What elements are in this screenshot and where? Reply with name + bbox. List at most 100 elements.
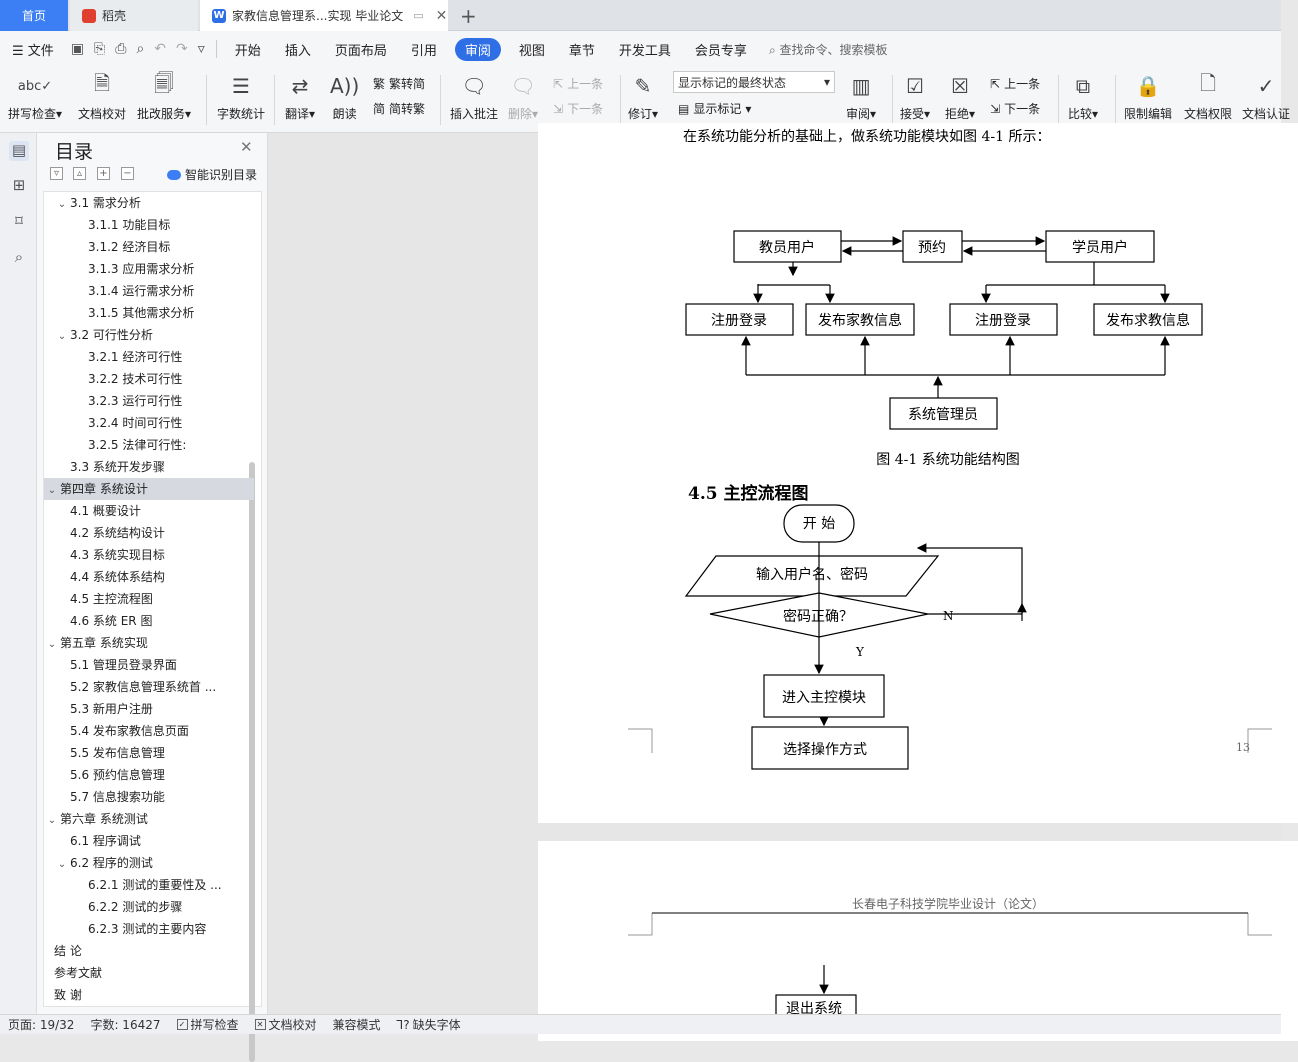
- expand-up-icon[interactable]: ▵: [73, 167, 86, 180]
- next-change-button[interactable]: ⇲下一条: [990, 100, 1040, 117]
- prev-comment-button[interactable]: ⇱上一条: [553, 75, 603, 92]
- tab-daoke[interactable]: 稻壳: [70, 0, 198, 31]
- tab-document[interactable]: W 家教信息管理系...实现 毕业论文 ▭ ✕: [200, 0, 448, 31]
- word-count-button[interactable]: ☰字数统计: [217, 69, 265, 122]
- toc-item[interactable]: 3.2.3 运行可行性: [44, 390, 254, 412]
- remove-level-icon[interactable]: −: [121, 167, 134, 180]
- simp-to-trad-button[interactable]: 简简转繁: [373, 100, 425, 117]
- read-aloud-button[interactable]: A))朗读: [330, 69, 359, 122]
- print-icon[interactable]: ⎙: [115, 41, 127, 57]
- toc-item[interactable]: 3.2.4 时间可行性: [44, 412, 254, 434]
- collapse-all-icon[interactable]: ▿: [50, 167, 63, 180]
- toc-item[interactable]: ⌄第六章 系统测试: [44, 808, 254, 830]
- toc-item[interactable]: 4.4 系统体系结构: [44, 566, 254, 588]
- toc-item[interactable]: 3.1.4 运行需求分析: [44, 280, 254, 302]
- file-menu[interactable]: ☰ 文件: [0, 40, 66, 59]
- status-spell-check[interactable]: ✓拼写检查: [169, 1016, 247, 1033]
- accept-button[interactable]: ☑接受▾: [900, 69, 930, 122]
- markup-state-select[interactable]: 显示标记的最终状态▾: [673, 71, 835, 93]
- toc-item[interactable]: 3.2.1 经济可行性: [44, 346, 254, 368]
- menu-insert[interactable]: 插入: [284, 43, 311, 59]
- new-tab-icon[interactable]: +: [460, 4, 477, 28]
- menu-start[interactable]: 开始: [234, 43, 261, 59]
- menu-chapter[interactable]: 章节: [568, 43, 595, 59]
- menu-developer[interactable]: 开发工具: [618, 43, 671, 59]
- word-count-indicator[interactable]: 字数: 16427: [90, 1018, 161, 1032]
- command-search[interactable]: ⌕ 查找命令、搜索模板: [769, 41, 888, 58]
- toc-item[interactable]: 3.1.2 经济目标: [44, 236, 254, 258]
- doc-certify-button[interactable]: ✓文档认证: [1242, 69, 1290, 122]
- revise-service-button[interactable]: 🗐批改服务▾: [137, 71, 192, 121]
- toc-item[interactable]: 3.2.5 法律可行性:: [44, 434, 254, 456]
- menu-view[interactable]: 视图: [518, 43, 545, 59]
- toc-item[interactable]: 3.1.5 其他需求分析: [44, 302, 254, 324]
- reject-button[interactable]: ☒拒绝▾: [945, 69, 975, 122]
- toc-item[interactable]: 参考文献: [44, 962, 254, 984]
- redo-icon[interactable]: ↷: [176, 41, 188, 57]
- chevron-down-icon[interactable]: ⌄: [57, 331, 67, 342]
- toc-item[interactable]: ⌄第四章 系统设计: [44, 478, 254, 500]
- menu-reference[interactable]: 引用: [410, 43, 437, 59]
- document-page[interactable]: 在系统功能分析的基础上，做系统功能模块如图 4-1 所示： 教员用户 预约 学员…: [538, 123, 1298, 823]
- show-markup-button[interactable]: ▤显示标记▾: [678, 101, 752, 117]
- toc-item[interactable]: 5.2 家教信息管理系统首 ...: [44, 676, 254, 698]
- toc-item[interactable]: ⌄6.2 程序的测试: [44, 852, 254, 874]
- insert-comment-button[interactable]: 🗨插入批注: [450, 69, 498, 122]
- toc-item[interactable]: 6.1 程序调试: [44, 830, 254, 852]
- bookmark-icon[interactable]: ⌑: [15, 212, 23, 230]
- toc-item[interactable]: 5.6 预约信息管理: [44, 764, 254, 786]
- prev-change-button[interactable]: ⇱上一条: [990, 75, 1040, 92]
- chevron-down-icon[interactable]: ⌄: [47, 485, 57, 496]
- chevron-down-icon[interactable]: ⌄: [57, 859, 67, 870]
- toc-item[interactable]: 3.1.1 功能目标: [44, 214, 254, 236]
- trad-to-simp-button[interactable]: 繁繁转简: [373, 75, 425, 92]
- toc-item[interactable]: ⌄3.1 需求分析: [44, 192, 254, 214]
- toc-item[interactable]: 3.2.2 技术可行性: [44, 368, 254, 390]
- toc-item[interactable]: 3.1.3 应用需求分析: [44, 258, 254, 280]
- track-changes-button[interactable]: ✎修订▾: [628, 69, 658, 122]
- chevron-down-icon[interactable]: ⌄: [47, 815, 57, 826]
- toc-item[interactable]: 5.5 发布信息管理: [44, 742, 254, 764]
- restrict-edit-button[interactable]: 🔒限制编辑: [1124, 69, 1172, 122]
- document-area[interactable]: 在系统功能分析的基础上，做系统功能模块如图 4-1 所示： 教员用户 预约 学员…: [268, 123, 1298, 1041]
- toc-item[interactable]: ⌄3.2 可行性分析: [44, 324, 254, 346]
- doc-rights-button[interactable]: 🗋文档权限: [1184, 69, 1232, 122]
- page-indicator[interactable]: 页面: 19/32: [8, 1018, 75, 1032]
- toc-item[interactable]: 5.1 管理员登录界面: [44, 654, 254, 676]
- status-proofread[interactable]: ✕文档校对: [247, 1016, 325, 1033]
- menu-review[interactable]: 审阅: [454, 37, 501, 61]
- search-icon[interactable]: ⌕: [14, 248, 24, 266]
- add-level-icon[interactable]: +: [97, 167, 110, 180]
- export-icon[interactable]: ⎘: [94, 41, 106, 57]
- translate-button[interactable]: ⇄翻译▾: [285, 69, 315, 122]
- toc-item[interactable]: 6.2.3 测试的主要内容: [44, 918, 254, 940]
- review-pane-button[interactable]: ▥审阅▾: [846, 69, 876, 122]
- toc-item[interactable]: 6.2.2 测试的步骤: [44, 896, 254, 918]
- close-tab-icon[interactable]: ✕: [435, 7, 448, 24]
- preview-icon[interactable]: ⌕: [136, 41, 145, 57]
- undo-icon[interactable]: ↶: [154, 41, 167, 57]
- document-page-next[interactable]: 长春电子科技学院毕业设计（论文） 退出系统: [538, 841, 1298, 1041]
- toc-item[interactable]: 结 论: [44, 940, 254, 962]
- customize-chevron-icon[interactable]: ▿: [197, 41, 205, 57]
- toc-item[interactable]: 6.2.1 测试的重要性及 ...: [44, 874, 254, 896]
- toc-panel-icon[interactable]: ▤: [9, 141, 29, 161]
- compare-button[interactable]: ⧉比较▾: [1068, 69, 1098, 122]
- doc-proofread-button[interactable]: 🗎文档校对: [78, 69, 126, 122]
- toc-item[interactable]: 4.6 系统 ER 图: [44, 610, 254, 632]
- toc-item[interactable]: 致 谢: [44, 984, 254, 1006]
- delete-comment-button[interactable]: 🗨删除▾: [508, 69, 538, 122]
- menu-member[interactable]: 会员专享: [694, 43, 747, 59]
- toc-item[interactable]: 4.1 概要设计: [44, 500, 254, 522]
- close-icon[interactable]: ✕: [240, 138, 253, 156]
- navigation-icon[interactable]: ⊞: [12, 176, 26, 194]
- spell-check-button[interactable]: abc✓拼写检查▾: [8, 69, 62, 122]
- toc-scrollbar[interactable]: [249, 462, 255, 1062]
- toc-item[interactable]: 4.2 系统结构设计: [44, 522, 254, 544]
- toc-item[interactable]: 4.3 系统实现目标: [44, 544, 254, 566]
- toc-item[interactable]: 5.7 信息搜索功能: [44, 786, 254, 808]
- chevron-down-icon[interactable]: ⌄: [47, 639, 57, 650]
- toc-item[interactable]: 4.5 主控流程图: [44, 588, 254, 610]
- toc-item[interactable]: 5.3 新用户注册: [44, 698, 254, 720]
- toc-item[interactable]: ⌄第五章 系统实现: [44, 632, 254, 654]
